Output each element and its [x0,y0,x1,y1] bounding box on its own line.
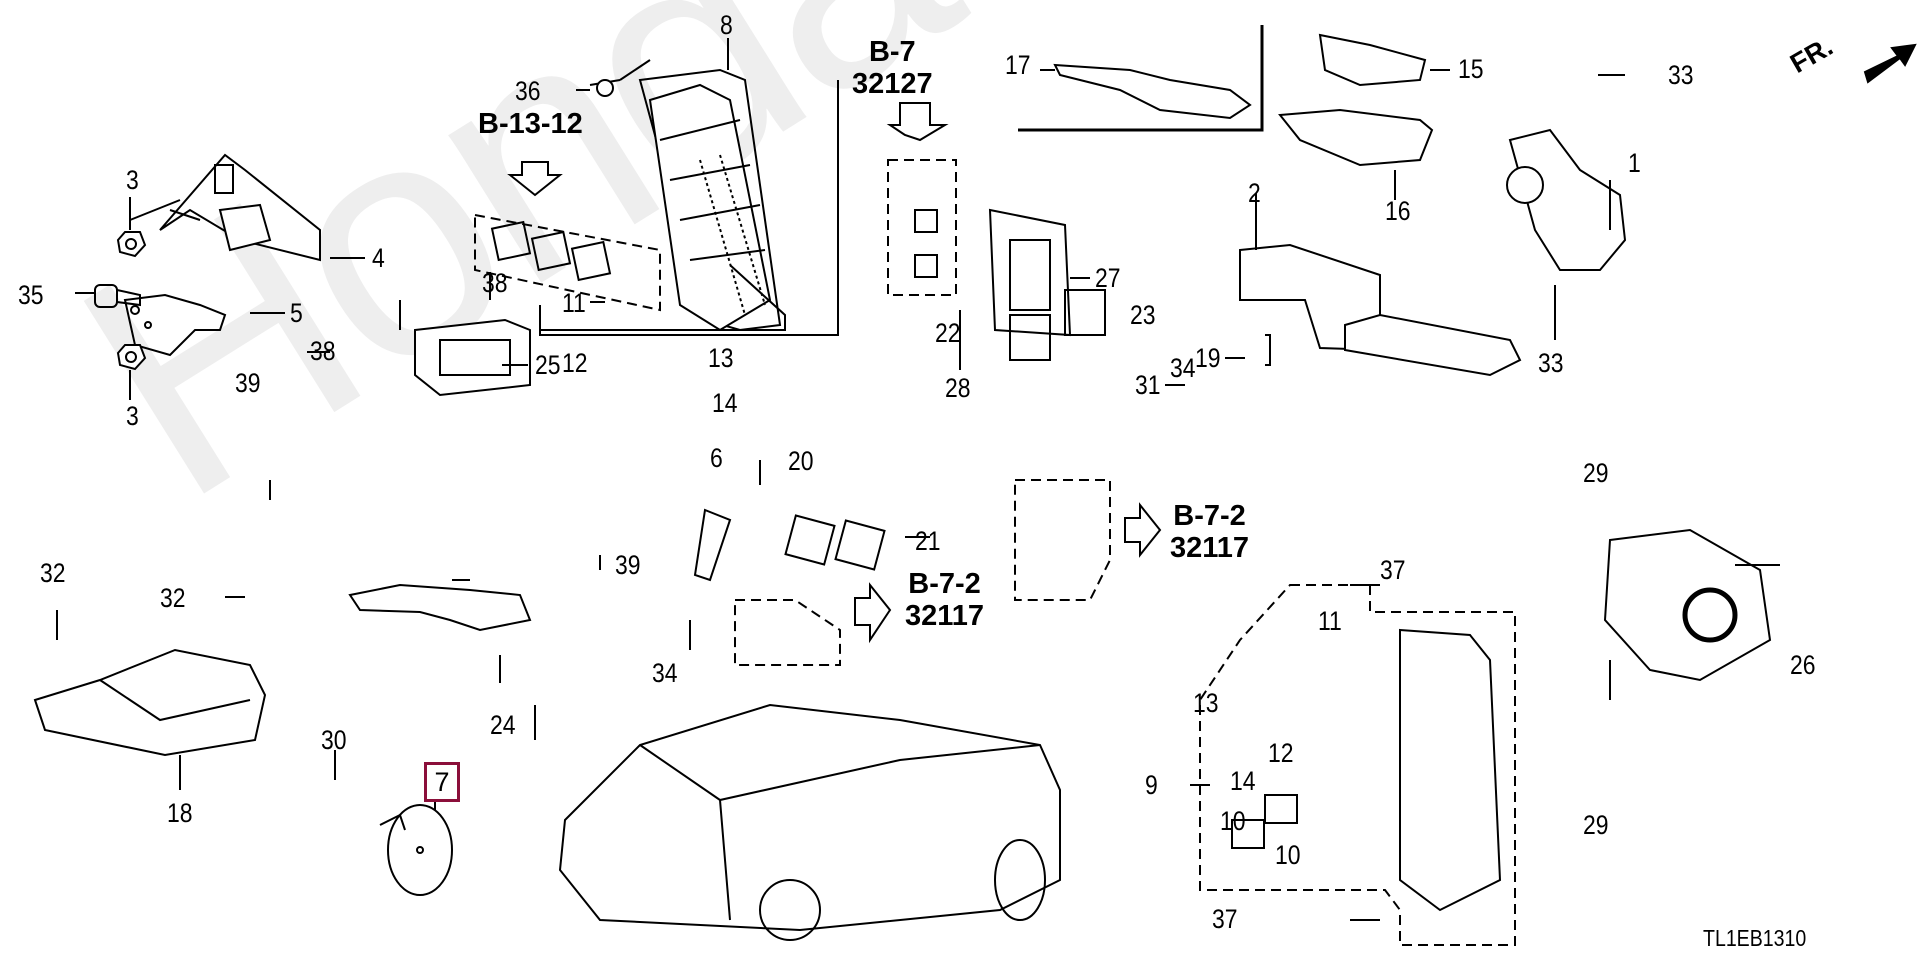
callout-13[interactable]: 13 [1193,688,1219,718]
callout-29[interactable]: 29 [1583,458,1609,488]
callout-37[interactable]: 37 [1212,904,1238,934]
drawing-code: TL1EB1310 [1703,925,1807,951]
callout-15[interactable]: 15 [1458,54,1484,84]
callout-32[interactable]: 32 [160,583,186,613]
relay-group-box [474,213,661,312]
callout-39[interactable]: 39 [235,368,261,398]
callout-37[interactable]: 37 [1380,555,1406,585]
part-17-frame [1018,25,1264,132]
part-8-fuse-box [638,68,782,332]
callout-12[interactable]: 12 [1268,738,1294,768]
callout-30[interactable]: 30 [321,725,347,755]
reference-code: B-7-2 [908,568,981,600]
callout-23[interactable]: 23 [1130,300,1156,330]
callout-17[interactable]: 17 [1005,50,1031,80]
callout-2[interactable]: 2 [1248,178,1261,208]
callout-39[interactable]: 39 [615,550,641,580]
callout-8[interactable]: 8 [720,10,733,40]
callout-25[interactable]: 25 [535,350,561,380]
callout-38[interactable]: 38 [310,336,336,366]
callout-11[interactable]: 11 [1318,606,1342,636]
callout-5[interactable]: 5 [290,298,303,328]
callout-22[interactable]: 22 [935,318,961,348]
callout-13[interactable]: 13 [708,343,734,373]
callout-9[interactable]: 9 [1145,770,1158,800]
callout-6[interactable]: 6 [710,443,723,473]
callout-36[interactable]: 36 [515,76,541,106]
callout-19[interactable]: 19 [1195,343,1221,373]
reference-code: B-7 [868,36,916,68]
car-outline [558,703,1061,932]
callout-12[interactable]: 12 [562,348,588,378]
part-9-group-box [1199,584,1516,946]
callout-16[interactable]: 16 [1385,196,1411,226]
callout-38[interactable]: 38 [482,268,508,298]
front-direction-arrow [1863,43,1917,84]
callout-33[interactable]: 33 [1538,348,1564,378]
callout-3[interactable]: 3 [126,401,139,431]
callout-33[interactable]: 33 [1668,60,1694,90]
callout-29[interactable]: 29 [1583,810,1609,840]
callout-35[interactable]: 35 [18,280,44,310]
callout-32[interactable]: 32 [40,558,66,588]
callout-4[interactable]: 4 [372,243,385,273]
callout-18[interactable]: 18 [167,798,193,828]
leader-lines [56,38,1780,921]
part-5-bracket [123,293,227,357]
ref-arrow-up [507,161,563,197]
callout-34[interactable]: 34 [652,658,678,688]
ref-arrow-up-b7 [886,102,949,142]
ref-arrow-right-2 [1124,502,1162,558]
callout-26[interactable]: 26 [1790,650,1816,680]
reference-code: B-13-12 [478,108,583,140]
bolt-35 [94,284,141,308]
callout-20[interactable]: 20 [788,446,814,476]
callout-21[interactable]: 21 [915,526,941,556]
callout-10[interactable]: 10 [1220,806,1246,836]
connector-box-b7 [887,159,957,296]
callout-34[interactable]: 34 [1170,353,1196,383]
callout-1[interactable]: 1 [1628,148,1641,178]
callout-14[interactable]: 14 [1230,766,1256,796]
callout-11[interactable]: 11 [562,288,586,318]
callout-28[interactable]: 28 [945,373,971,403]
part-4-bracket [129,153,321,262]
nuts [116,231,147,371]
callout-3[interactable]: 3 [126,165,139,195]
callout-31[interactable]: 31 [1135,370,1161,400]
ref-arrow-right-1 [854,582,892,644]
reference-b-13-12[interactable]: B-13-12 [478,108,583,140]
callout-24[interactable]: 24 [490,710,516,740]
callout-27[interactable]: 27 [1095,263,1121,293]
reference-number: 32117 [905,600,985,633]
callout-14[interactable]: 14 [712,388,738,418]
reference-number: 32127 [852,68,933,101]
callout-10[interactable]: 10 [1275,840,1301,870]
reference-number: 32117 [1170,532,1250,565]
highlighted-part-7[interactable]: 7 [424,762,460,802]
part-7-horn [387,804,453,896]
reference-code: B-7-2 [1173,500,1246,532]
